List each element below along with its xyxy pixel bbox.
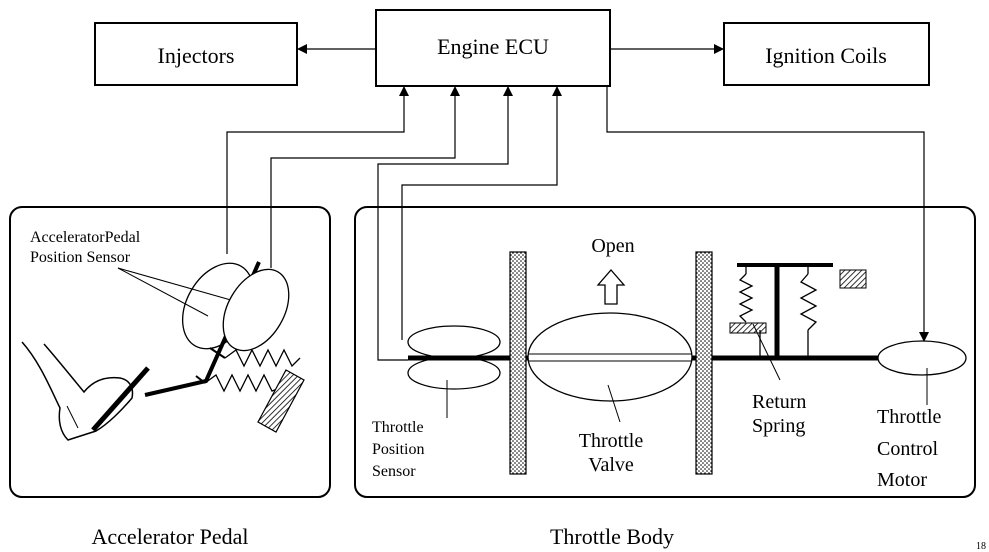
app-sensor-wire-2 xyxy=(270,86,460,268)
throttle-body-caption: Throttle Body xyxy=(550,524,674,549)
tps-label-line2: Position xyxy=(372,441,424,458)
accelerator-pedal-caption: Accelerator Pedal xyxy=(92,524,249,549)
motor-label-line1: Throttle xyxy=(877,406,942,428)
injectors-label: Injectors xyxy=(158,43,235,68)
throttle-valve-disc xyxy=(527,312,693,402)
ignition-coils-block: Ignition Coils xyxy=(723,22,930,86)
engine-ecu-label: Engine ECU xyxy=(437,34,549,59)
tps-label-line3: Sensor xyxy=(372,463,416,480)
tps-label-line1: Throttle xyxy=(372,419,424,436)
throttle-bore-wall-right xyxy=(695,251,713,475)
return-spring-label-line1: Return xyxy=(752,391,806,413)
open-label: Open xyxy=(591,235,634,257)
ignition-coils-label: Ignition Coils xyxy=(765,43,887,68)
pedal-mount xyxy=(257,369,305,433)
tps-wire-2 xyxy=(401,86,562,340)
pedal-spring-lower xyxy=(204,373,289,393)
accelerator-pedal-panel xyxy=(9,206,331,498)
engine-ecu-block: Engine ECU xyxy=(375,9,611,87)
throttle-body-panel xyxy=(354,206,976,498)
app-sensor-label-line2: Position Sensor xyxy=(30,249,131,266)
accelerator-pedal-drawing xyxy=(21,261,305,441)
throttle-control-motor xyxy=(877,340,967,376)
return-spring-leader xyxy=(752,323,781,381)
motor-label-line3: Motor xyxy=(877,469,927,491)
driver-shoe xyxy=(21,341,134,441)
throttle-valve-label-line1: Throttle xyxy=(579,430,644,452)
throttle-bore-wall-left xyxy=(509,251,527,475)
page-number: 18 xyxy=(976,541,986,552)
pedal-spring-upper xyxy=(224,348,301,368)
return-spring-right xyxy=(799,273,818,331)
return-spring-label-line2: Spring xyxy=(752,415,805,437)
return-spring-left xyxy=(738,273,754,323)
pedal-pad xyxy=(91,366,150,432)
injectors-block: Injectors xyxy=(94,22,298,86)
return-spring-assembly xyxy=(729,263,867,356)
tps-wire-1 xyxy=(377,86,513,361)
throttle-valve-leader xyxy=(607,384,621,423)
tps-ellipse-upper xyxy=(407,325,501,359)
ecu-to-motor-wire xyxy=(606,86,929,342)
open-direction-icon xyxy=(596,269,626,305)
app-sensor-wire-1 xyxy=(226,86,409,254)
app-sensor-ellipse-2 xyxy=(222,268,290,352)
app-sensor-leader-1 xyxy=(117,267,209,317)
tps-ellipse-lower xyxy=(407,356,501,390)
throttle-valve-label-line2: Valve xyxy=(588,454,634,476)
motor-label-line2: Control xyxy=(877,438,939,460)
app-sensor-label-line1: AcceleratorPedal xyxy=(30,229,141,246)
